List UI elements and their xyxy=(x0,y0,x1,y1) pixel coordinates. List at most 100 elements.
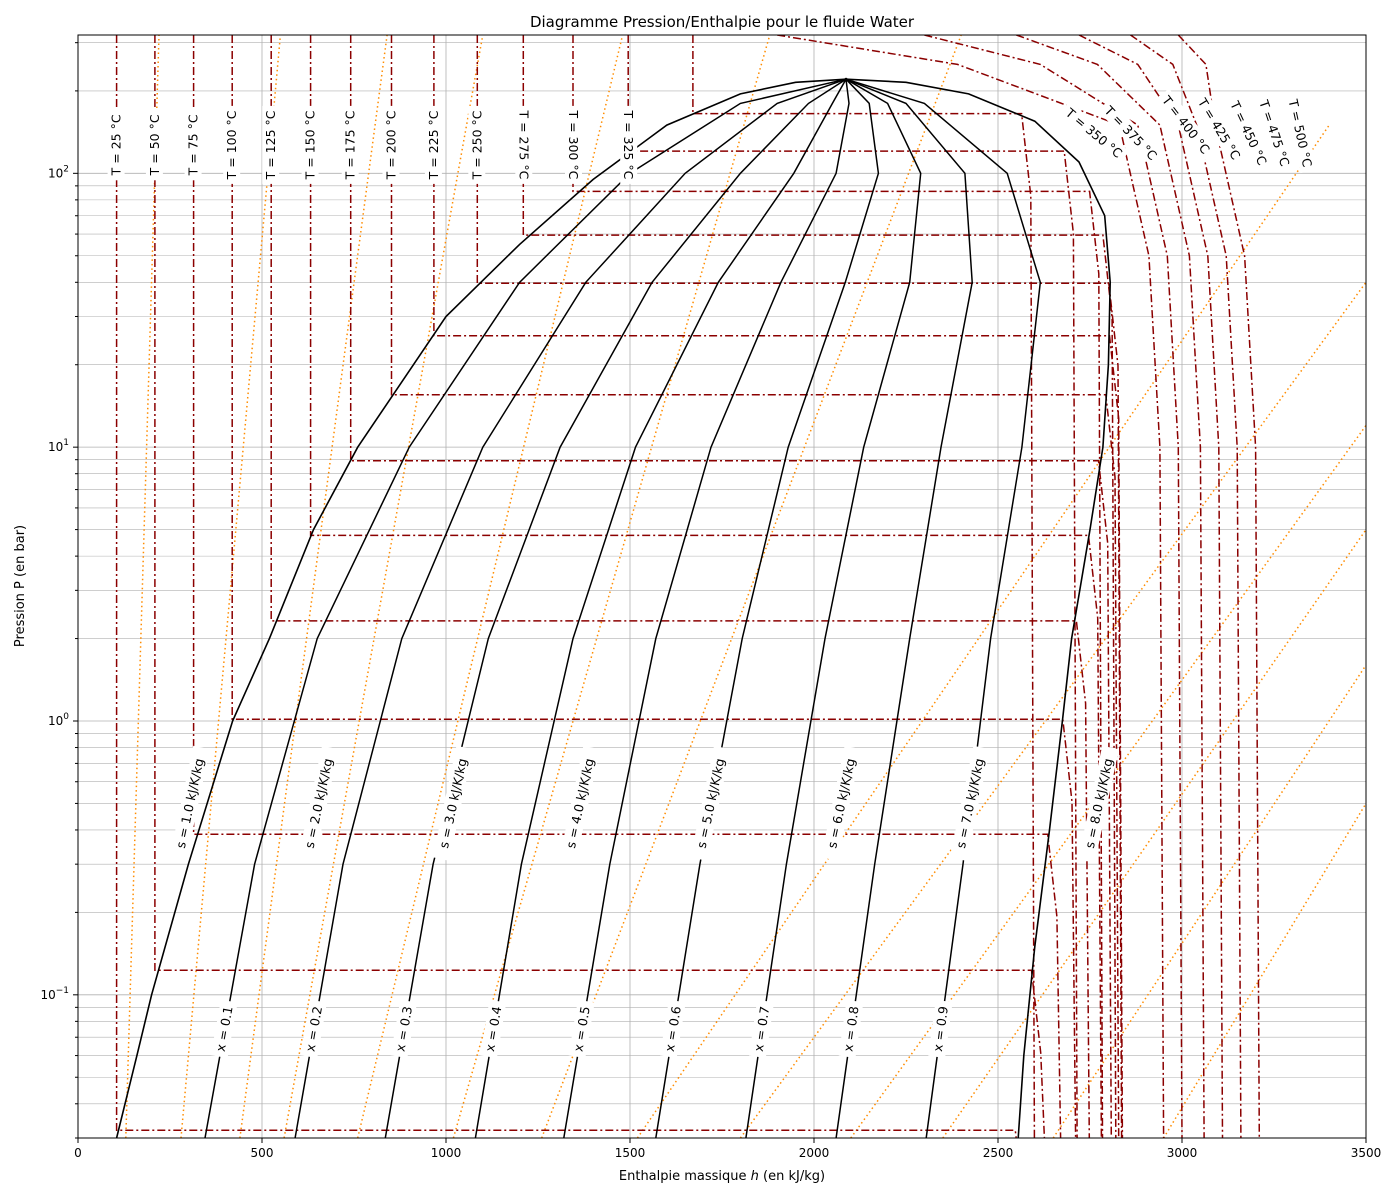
quality-label: x = 0.7 xyxy=(748,999,775,1059)
isotherm-label-text: T = 50 °C xyxy=(147,114,162,176)
saturated-liquid-curve xyxy=(115,78,847,1138)
quality-label-text: x = 0.4 xyxy=(482,1005,504,1053)
isotherm-label: T = 100 °C xyxy=(223,105,241,184)
x-tick-label: 2000 xyxy=(799,1146,830,1160)
isotherm-label: T = 75 °C xyxy=(184,109,202,181)
x-tick-label: 0 xyxy=(74,1146,82,1160)
isotherm-label-background xyxy=(145,109,163,181)
isotherm-line xyxy=(1016,35,1205,1138)
isotherm-label-background xyxy=(1283,93,1318,174)
quality-label-text: x = 0.7 xyxy=(751,1005,773,1052)
isotherm-label-text: T = 200 °C xyxy=(384,110,399,180)
quality-line xyxy=(474,78,847,1138)
quality-label-background xyxy=(210,999,238,1059)
isotherm-label-text: T = 250 °C xyxy=(469,110,484,180)
quality-label-background xyxy=(928,999,953,1059)
isotherm-label-text: T = 225 °C xyxy=(426,110,441,180)
quality-label-background xyxy=(480,999,507,1059)
isentrope-label-background xyxy=(1078,745,1119,861)
quality-label: x = 0.1 xyxy=(210,999,238,1059)
isotherm-label-background xyxy=(1224,94,1273,173)
quality-line xyxy=(835,78,973,1138)
isotherm-label-text: T = 325 °C xyxy=(621,109,636,179)
isotherm-line xyxy=(154,35,1046,1138)
isotherm-label-background xyxy=(382,105,400,184)
isotherm-line xyxy=(476,35,1123,1138)
quality-label-background xyxy=(838,999,864,1059)
isotherm-line xyxy=(192,35,1062,1138)
isotherm-label-background xyxy=(1191,91,1247,167)
isotherm-label-background xyxy=(1058,101,1130,165)
isotherm-label-text: T = 100 °C xyxy=(224,110,239,180)
y-axis-label: Pression P (en bar) xyxy=(13,525,28,647)
x-axis-label-part-1: Enthalpie massique xyxy=(619,1169,751,1184)
isotherm-label: T = 300 °C xyxy=(565,105,582,184)
isotherm-label-text: T = 275 °C xyxy=(516,109,531,179)
quality-label: x = 0.8 xyxy=(838,999,864,1059)
isotherm-label-background xyxy=(515,105,533,184)
isentrope-label-background xyxy=(690,745,731,861)
isotherm-line xyxy=(924,35,1183,1138)
curves-layer xyxy=(115,35,1366,1138)
isotherm-label-background xyxy=(184,109,202,181)
isotherm-label-background xyxy=(1097,98,1164,168)
isotherm-label: T = 125 °C xyxy=(262,105,280,184)
isentrope-label-background xyxy=(432,745,474,861)
isotherm-label: T = 50 °C xyxy=(145,109,163,181)
quality-label-background xyxy=(748,999,775,1059)
isotherm-line xyxy=(1078,35,1224,1138)
isotherm-label: T = 275 °C xyxy=(515,105,533,184)
isotherm-line xyxy=(349,35,1113,1138)
y-tick-label: 101 xyxy=(48,438,69,454)
x-tick-label: 3500 xyxy=(1351,1146,1382,1160)
isotherm-line xyxy=(1130,35,1242,1138)
isotherm-label: T = 225 °C xyxy=(424,105,442,184)
isotherm-label-text: T = 150 °C xyxy=(303,110,318,180)
x-tick-label: 3000 xyxy=(1167,1146,1198,1160)
isotherm-label-background xyxy=(1155,88,1217,161)
isotherm-label-background xyxy=(1253,93,1296,173)
isotherm-label-text: T = 75 °C xyxy=(186,114,201,176)
isentrope-label-background xyxy=(169,745,210,861)
x-axis-label-part-2: (en kJ/kg) xyxy=(759,1169,825,1184)
isotherm-label-background xyxy=(565,105,582,184)
isotherm-label: T = 250 °C xyxy=(468,105,486,184)
isentrope-label-background xyxy=(298,745,339,861)
quality-label-background xyxy=(659,999,686,1059)
isotherm-label: T = 150 °C xyxy=(301,105,319,184)
isotherm-label-background xyxy=(301,105,319,184)
isotherm-label-text: T = 175 °C xyxy=(343,110,358,180)
quality-line xyxy=(204,78,847,1138)
isentrope-line xyxy=(356,35,624,1138)
x-tick-label: 1000 xyxy=(431,1146,462,1160)
isotherm-line xyxy=(777,35,1165,1138)
isentrope-label-background xyxy=(949,745,991,861)
quality-label: x = 0.2 xyxy=(300,999,327,1059)
x-axis-label: Enthalpie massique h (en kJ/kg) xyxy=(619,1169,825,1184)
quality-label: x = 0.9 xyxy=(928,999,953,1059)
isentrope-line xyxy=(239,35,388,1138)
y-tick-label: 10−1 xyxy=(40,986,69,1002)
x-tick-label: 2500 xyxy=(983,1146,1014,1160)
isotherm-label: T = 325 °C xyxy=(620,105,638,184)
isentrope-label-background xyxy=(559,745,600,861)
quality-label-text: x = 0.9 xyxy=(930,1005,951,1052)
quality-label-background xyxy=(300,999,327,1059)
quality-line xyxy=(563,79,850,1138)
quality-label-text: x = 0.8 xyxy=(840,1005,861,1052)
isotherm-label-text: T = 25 °C xyxy=(109,114,124,176)
quality-label-text: x = 0.5 xyxy=(570,1005,592,1053)
saturated-vapor-curve xyxy=(845,78,1112,1138)
quality-label-background xyxy=(568,999,595,1059)
isentrope-line xyxy=(942,529,1366,1138)
quality-label: x = 0.6 xyxy=(659,999,686,1059)
isotherm-label-background xyxy=(107,109,125,181)
x-tick-label: 1500 xyxy=(615,1146,646,1160)
quality-line xyxy=(294,78,847,1138)
x-tick-label: 500 xyxy=(251,1146,274,1160)
quality-line xyxy=(745,78,922,1138)
isotherm-label-background xyxy=(424,105,442,184)
chart-title: Diagramme Pression/Enthalpie pour le flu… xyxy=(530,13,915,31)
